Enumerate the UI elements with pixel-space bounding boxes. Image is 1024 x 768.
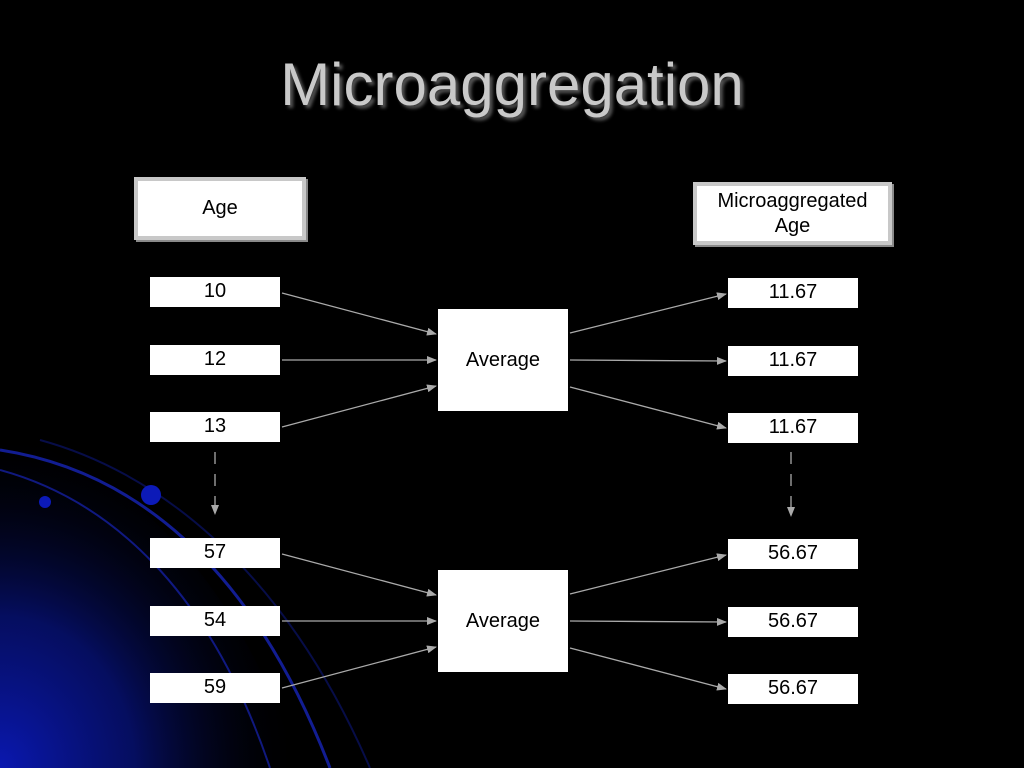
input-age-value: 54 <box>150 606 280 636</box>
output-age-value: 56.67 <box>728 607 858 637</box>
average-box: Average <box>438 309 568 411</box>
output-age-value: 11.67 <box>728 413 858 443</box>
slide-title: Microaggregation <box>280 51 744 118</box>
blue-swoosh-shape <box>0 430 300 768</box>
output-age-value: 11.67 <box>728 346 858 376</box>
input-age-value: 59 <box>150 673 280 703</box>
age-header-label: Age <box>202 197 238 219</box>
output-age-value: 56.67 <box>728 674 858 704</box>
decor-dot <box>141 485 161 505</box>
swoosh-line <box>39 439 371 768</box>
microaggregated-age-header: Microaggregated Age <box>693 182 892 245</box>
input-age-value: 13 <box>150 412 280 442</box>
output-age-value: 11.67 <box>728 278 858 308</box>
output-age-value: 56.67 <box>728 539 858 569</box>
input-age-value: 12 <box>150 345 280 375</box>
input-age-value: 10 <box>150 277 280 307</box>
input-age-value: 57 <box>150 538 280 568</box>
decor-dot <box>39 496 51 508</box>
microaggregated-header-line2: Age <box>774 214 811 237</box>
age-header: Age <box>134 177 306 240</box>
average-box: Average <box>438 570 568 672</box>
microaggregated-header-line1: Microaggregated <box>717 189 868 212</box>
